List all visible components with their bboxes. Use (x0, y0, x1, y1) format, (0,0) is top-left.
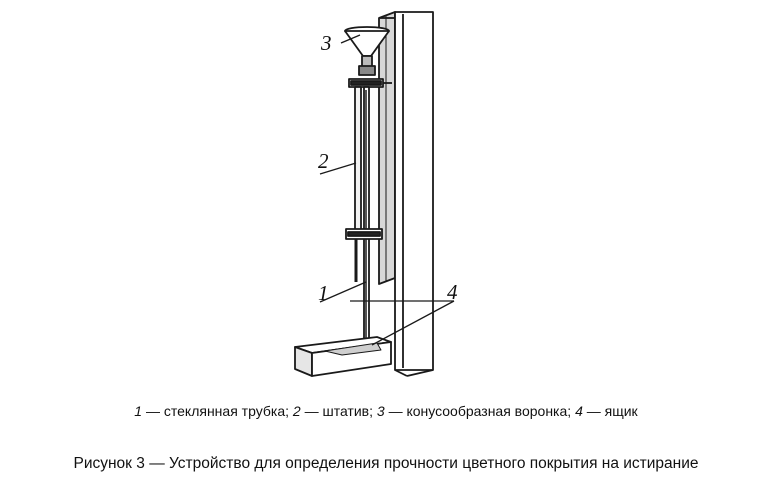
leader-lines (319, 34, 455, 346)
figure-caption: Рисунок 3 — Устройство для определения п… (73, 455, 699, 472)
glass-tube (354, 86, 370, 350)
stand-plate (378, 11, 434, 377)
legend-text-1: — стеклянная трубка; (142, 403, 293, 419)
callout-4: 4 (447, 280, 458, 304)
legend-text-2: — штатив; (300, 403, 377, 419)
legend-num-4: 4 (575, 403, 583, 419)
callout-2: 2 (318, 149, 329, 173)
callout-3: 3 (321, 31, 332, 55)
callout-1: 1 (318, 281, 329, 305)
legend-num-1: 1 (134, 403, 143, 419)
legend-num-3: 3 (376, 403, 385, 419)
legend-num-2: 2 (292, 403, 301, 419)
apparatus-drawing (294, 11, 455, 377)
box (294, 336, 392, 377)
legend-text-3: — конусообразная воронка; (384, 403, 576, 419)
legend-text-4: — ящик (582, 403, 638, 419)
lower-clamp (345, 228, 383, 282)
legend: 1 — стеклянная трубка; 2 — штатив; 3 — к… (0, 402, 772, 420)
